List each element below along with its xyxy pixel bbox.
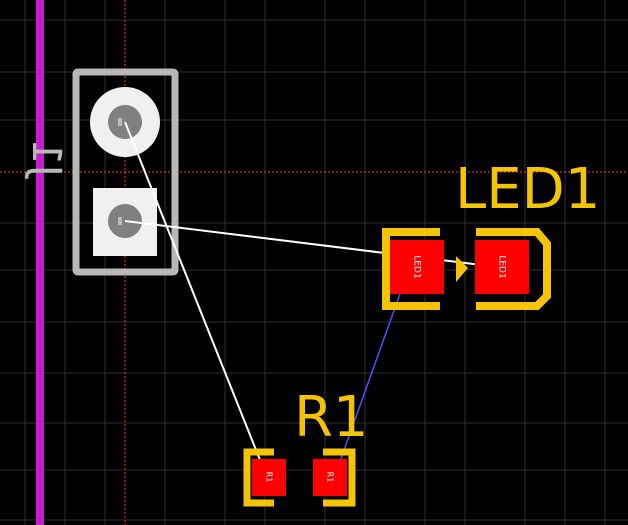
r1-pad-1-label: R1 — [265, 472, 274, 483]
led1-reference-label: LED1 — [455, 157, 600, 222]
led1-pad-2-label: LED1 — [497, 255, 507, 278]
svg-text:LED1: LED1 — [497, 255, 507, 278]
led-led1[interactable]: LED1 LED1 LED1 — [382, 157, 600, 310]
j1-courtyard-outline — [72, 68, 179, 276]
j1-reference-label: J1 — [23, 139, 69, 179]
r1-pad-1[interactable] — [252, 459, 286, 496]
j1-pad-1-number — [118, 118, 122, 126]
led1-polarity-marker — [456, 256, 468, 282]
led1-silkscreen-right — [476, 228, 551, 310]
svg-text:J1: J1 — [23, 139, 69, 179]
svg-text:R1: R1 — [265, 472, 274, 483]
j1-pad-2-number — [118, 217, 122, 225]
highlighted-net-line — [337, 265, 411, 468]
led1-pad-1[interactable] — [390, 240, 444, 294]
r1-pad-2[interactable] — [313, 459, 347, 496]
r1-silkscreen-right — [323, 448, 356, 507]
r1-silkscreen-left — [243, 448, 274, 507]
resistor-r1[interactable]: R1 R1 R1 — [243, 385, 369, 507]
svg-text:R1: R1 — [326, 472, 335, 483]
led1-pad-1-label: LED1 — [412, 255, 422, 278]
r1-reference-label: R1 — [294, 385, 369, 450]
led1-silkscreen-left — [382, 228, 440, 310]
svg-text:LED1: LED1 — [412, 255, 422, 278]
r1-pad-2-label: R1 — [326, 472, 335, 483]
board-edge-cut[interactable] — [36, 0, 44, 525]
led1-pad-2[interactable] — [475, 240, 529, 294]
